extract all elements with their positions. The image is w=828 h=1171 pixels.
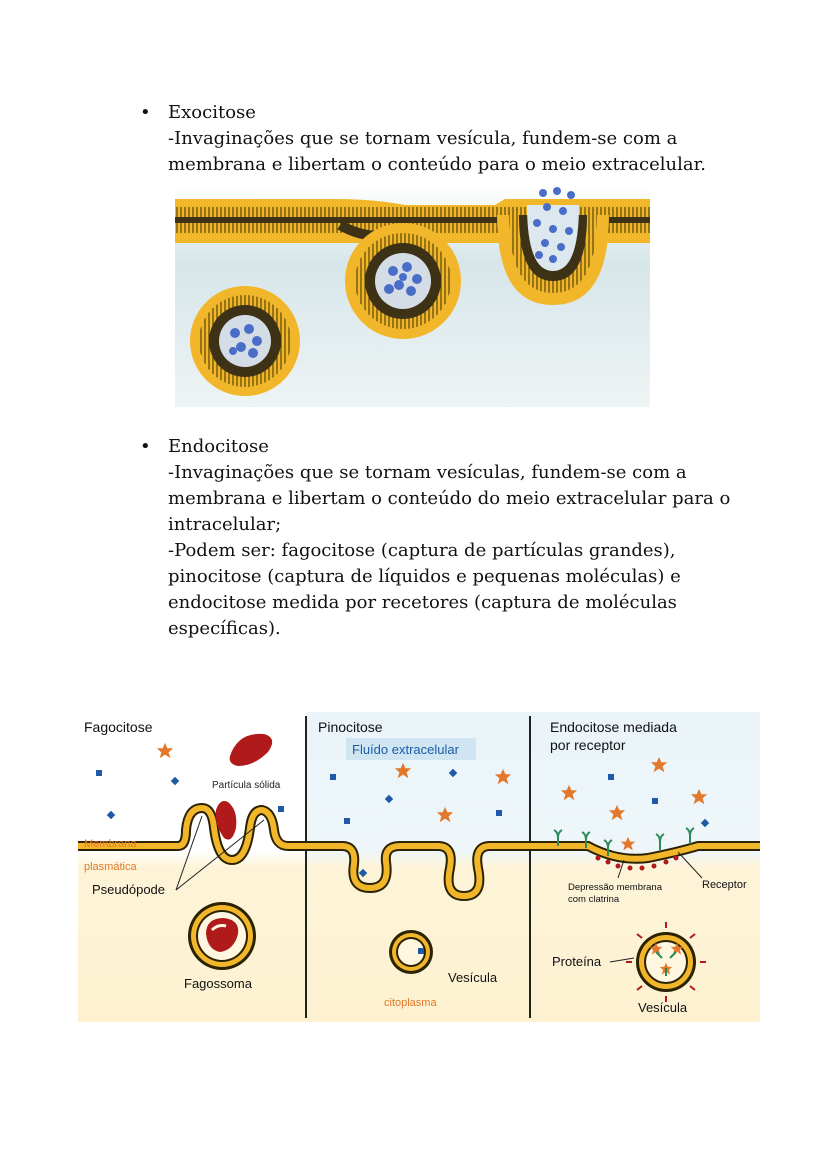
coated-vesicle xyxy=(626,922,706,1002)
protein-pointer xyxy=(609,957,635,963)
exocitose-title: Exocitose xyxy=(168,102,256,123)
pinocytosis-title: Pinocitose xyxy=(318,719,383,735)
pseudopod-label: Pseudópode xyxy=(92,882,165,897)
blue-molecule xyxy=(344,818,350,824)
solid-particle-label: Partícula sólida xyxy=(212,780,281,791)
endocitose-line: específicas). xyxy=(168,618,281,639)
receptor-label: Receptor xyxy=(702,879,747,891)
extracellular-fluid-label: Fluído extracelular xyxy=(352,742,460,757)
blue-molecule xyxy=(278,806,284,812)
endocitose-section: • Endocitose -Invaginações que se tornam… xyxy=(140,434,760,642)
endocitose-line: membrana e libertam o conteúdo do meio e… xyxy=(168,488,731,509)
cytoplasm-label: citoplasma xyxy=(384,997,437,1009)
exocitose-section: • Exocitose -Invaginações que se tornam … xyxy=(140,100,760,178)
endocitose-line: pinocitose (captura de líquidos e pequen… xyxy=(168,566,681,587)
protein-label: Proteína xyxy=(552,954,602,969)
pit-pointer xyxy=(617,859,625,879)
exocitose-description: -Invaginações que se tornam vesícula, fu… xyxy=(168,126,760,178)
blue-molecule xyxy=(496,810,502,816)
pinocytic-vesicle xyxy=(389,930,433,974)
releasing-vesicle xyxy=(497,187,609,305)
clathrin-coat xyxy=(595,855,679,871)
membrane-label: plasmática xyxy=(84,861,137,873)
phagosome xyxy=(188,902,256,970)
blue-molecule xyxy=(608,774,614,780)
endocitose-description: -Invaginações que se tornam vesículas, f… xyxy=(168,460,760,642)
coated-pit-label: Depressão membrana xyxy=(568,882,663,893)
engulfed-particle xyxy=(215,801,237,840)
receptor-endocytosis-title: por receptor xyxy=(550,737,626,753)
receptors xyxy=(553,827,695,856)
blue-molecule xyxy=(330,774,336,780)
phagocytosis-title: Fagocitose xyxy=(84,719,153,735)
blue-molecule xyxy=(96,770,102,776)
blue-molecule xyxy=(384,794,394,804)
endocitose-line: -Podem ser: fagocitose (captura de partí… xyxy=(168,540,676,561)
extracellular-fluid-box xyxy=(346,738,476,760)
vesicle-label: Vesícula xyxy=(448,970,498,985)
coated-pit-label: com clatrina xyxy=(568,894,620,905)
bullet-dot: • xyxy=(140,436,151,457)
blue-molecule xyxy=(652,798,658,804)
endocitose-line: intracelular; xyxy=(168,514,282,535)
endocitose-title: Endocitose xyxy=(168,436,269,457)
receptor-pointer xyxy=(677,851,703,879)
intracellular-vesicle xyxy=(190,286,300,396)
coated-vesicle-label: Vesícula xyxy=(638,1000,688,1015)
endocytosis-types-diagram: Fagocitose Partícula sólida Membrana pla… xyxy=(78,712,760,1022)
fusing-vesicle xyxy=(345,223,461,339)
pseudopod-pointer xyxy=(175,815,203,891)
solid-particle xyxy=(229,733,273,766)
exocytosis-illustration xyxy=(175,185,650,407)
endocitose-line: endocitose medida por recetores (captura… xyxy=(168,592,677,613)
endocitose-line: -Invaginações que se tornam vesículas, f… xyxy=(168,462,687,483)
plasma-membrane-line xyxy=(78,802,760,902)
receptor-endocytosis-title: Endocitose mediada xyxy=(550,719,677,735)
blue-molecule xyxy=(358,868,368,878)
membrane-label: Membrana xyxy=(84,838,137,850)
exocitose-line: -Invaginações que se tornam vesícula, fu… xyxy=(168,128,678,149)
exocitose-line: membrana e libertam o conteúdo para o me… xyxy=(168,154,706,175)
phagosome-label: Fagossoma xyxy=(184,976,253,991)
bullet-dot: • xyxy=(140,102,151,123)
phagocytosis-panel-bg xyxy=(78,712,306,1022)
pseudopod-pointer xyxy=(175,819,265,891)
